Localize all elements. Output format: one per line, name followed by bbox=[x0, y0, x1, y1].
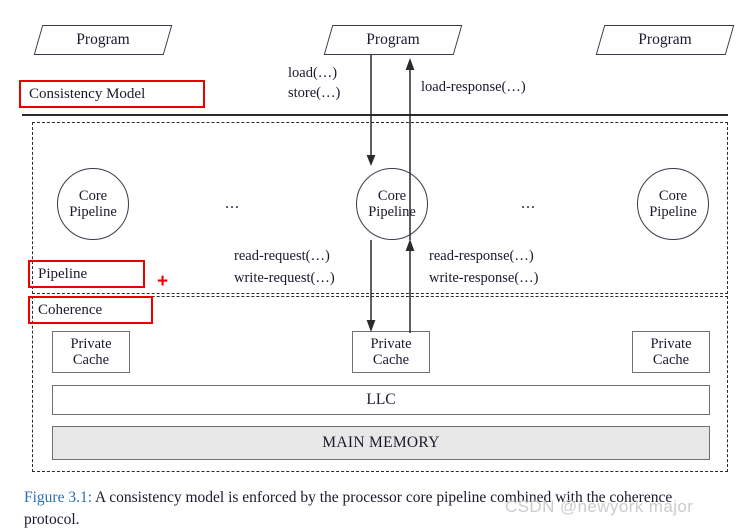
private-cache-line2: Cache bbox=[652, 352, 690, 368]
core-pipeline-left: Core Pipeline bbox=[57, 168, 129, 240]
figure-caption-text: A consistency model is enforced by the p… bbox=[24, 489, 673, 528]
figure-number: Figure 3.1: bbox=[24, 489, 93, 506]
label-read-request: read-request(…) bbox=[234, 248, 330, 264]
private-cache-line1: Private bbox=[370, 335, 412, 352]
llc-label: LLC bbox=[366, 391, 396, 408]
main-memory-label: MAIN MEMORY bbox=[322, 434, 440, 451]
core-pipeline-line1: Core bbox=[78, 187, 108, 204]
label-write-request: write-request(…) bbox=[234, 270, 335, 286]
label-load-response: load-response(…) bbox=[421, 79, 526, 95]
private-cache-line2: Cache bbox=[72, 352, 110, 368]
annotation-pipeline-label: Pipeline bbox=[38, 265, 88, 282]
llc-bar: LLC bbox=[52, 385, 710, 415]
coherence-region bbox=[32, 296, 728, 472]
ellipsis-left: ... bbox=[225, 195, 240, 212]
core-pipeline-right: Core Pipeline bbox=[637, 168, 709, 240]
label-read-response: read-response(…) bbox=[429, 248, 534, 264]
pipeline-region bbox=[32, 122, 728, 294]
program-label-center: Program bbox=[366, 31, 420, 48]
annotation-plus-sign: + bbox=[157, 271, 169, 292]
annotation-coherence-label: Coherence bbox=[38, 301, 103, 318]
annotation-consistency-model-label: Consistency Model bbox=[29, 85, 146, 102]
csdn-watermark: CSDN @newyork major bbox=[505, 497, 694, 516]
core-pipeline-line1: Core bbox=[658, 187, 688, 204]
core-pipeline-line2: Pipeline bbox=[368, 204, 416, 220]
private-cache-line1: Private bbox=[70, 335, 112, 352]
annotation-coherence: Coherence bbox=[28, 296, 153, 324]
consistency-boundary-line bbox=[22, 114, 728, 116]
core-pipeline-line2: Pipeline bbox=[649, 204, 697, 220]
private-cache-center: Private Cache bbox=[352, 331, 430, 373]
core-pipeline-center: Core Pipeline bbox=[356, 168, 428, 240]
private-cache-line1: Private bbox=[650, 335, 692, 352]
label-load: load(…) bbox=[288, 65, 338, 81]
private-cache-right: Private Cache bbox=[632, 331, 710, 373]
label-store: store(…) bbox=[288, 85, 341, 101]
annotation-consistency-model: Consistency Model bbox=[19, 80, 205, 108]
main-memory-bar: MAIN MEMORY bbox=[52, 426, 710, 460]
program-label-left: Program bbox=[76, 31, 130, 48]
core-pipeline-line1: Core bbox=[377, 187, 407, 204]
figure-caption: Figure 3.1: A consistency model is enfor… bbox=[24, 487, 724, 531]
label-write-response: write-response(…) bbox=[429, 270, 539, 286]
core-pipeline-line2: Pipeline bbox=[69, 204, 117, 220]
program-label-right: Program bbox=[638, 31, 692, 48]
annotation-pipeline: Pipeline bbox=[28, 260, 145, 288]
private-cache-line2: Cache bbox=[372, 352, 410, 368]
ellipsis-right: ... bbox=[521, 195, 536, 212]
private-cache-left: Private Cache bbox=[52, 331, 130, 373]
